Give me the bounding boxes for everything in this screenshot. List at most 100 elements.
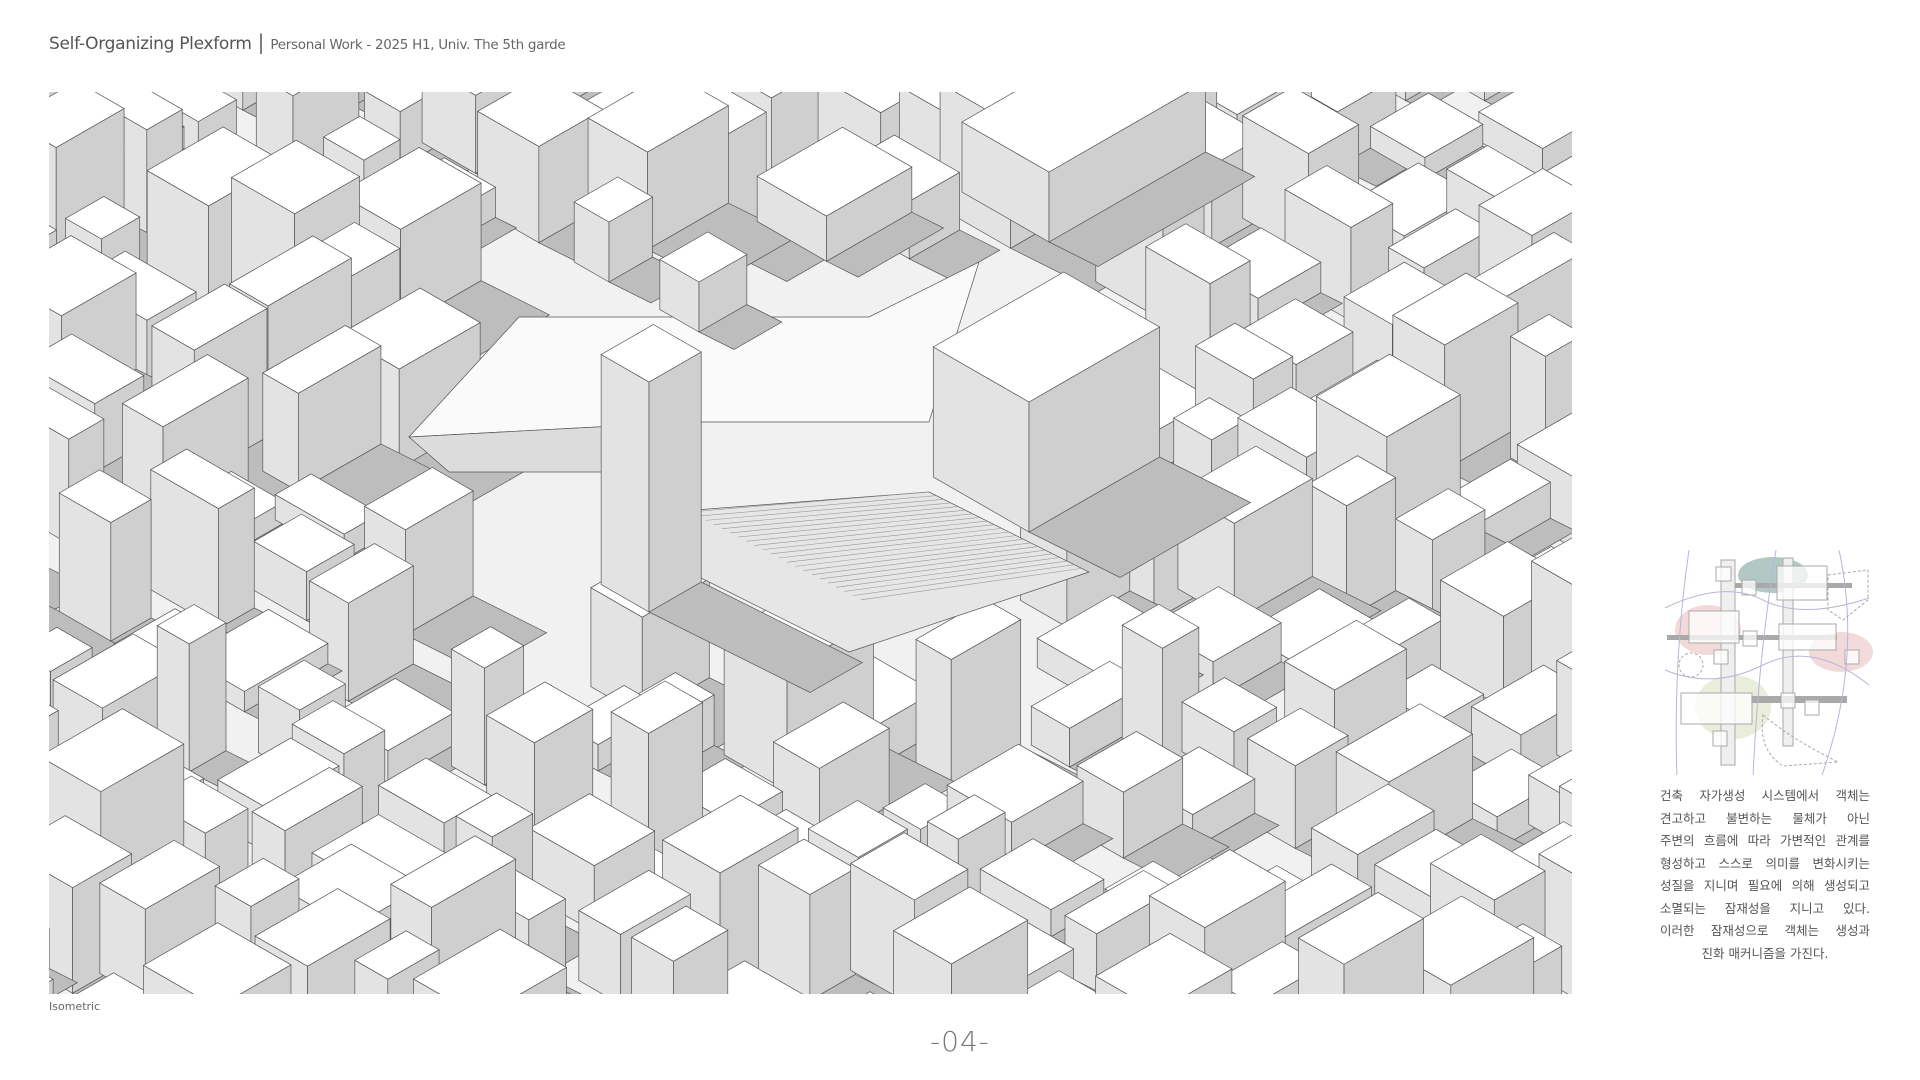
building-roof	[807, 800, 909, 858]
building-roof	[1509, 313, 1572, 357]
building-roof	[1284, 619, 1408, 691]
building-roof	[486, 681, 594, 744]
stair-line	[697, 495, 937, 517]
building-roof	[1017, 970, 1101, 994]
building-roof	[49, 225, 58, 235]
stair-line	[819, 549, 1046, 580]
building-roof	[469, 92, 483, 96]
building-roof	[291, 700, 386, 755]
building-roof	[49, 626, 93, 672]
stair-line	[729, 509, 966, 534]
building-roof	[1556, 651, 1572, 670]
stair-line	[721, 506, 959, 530]
building-roof	[1335, 703, 1474, 783]
building-roof	[849, 832, 969, 901]
building-roof	[151, 283, 268, 351]
building-roof	[214, 857, 300, 907]
building-roof	[363, 467, 474, 531]
stair-line	[844, 560, 1068, 592]
building-roof	[230, 139, 361, 215]
building-roof	[865, 991, 875, 994]
building-roof	[979, 838, 1105, 911]
stair-line	[787, 535, 1017, 563]
building-roof	[1076, 731, 1184, 793]
description-line: 성질을 지니며 필요에 의해 생성되고	[1660, 878, 1870, 893]
project-subtitle: Personal Work - 2025 H1, Univ. The 5th g…	[270, 37, 566, 53]
building-roof	[1478, 168, 1572, 236]
building-roof	[961, 92, 1189, 173]
project-title: Self-Organizing Plexform	[49, 34, 252, 54]
diagram-flow-arrows	[1664, 549, 1870, 775]
building-roof	[49, 708, 185, 793]
building-roof	[1247, 707, 1349, 767]
building-roof	[926, 794, 1006, 840]
building-roof	[1392, 272, 1519, 346]
stair-line	[705, 498, 944, 521]
building-face	[1484, 92, 1501, 102]
building-roof	[390, 835, 517, 908]
diagram-dashed-zones	[1678, 569, 1869, 767]
building-roof	[573, 176, 654, 223]
building-roof	[49, 387, 105, 440]
building-roof	[99, 839, 221, 910]
building-roof	[892, 886, 1029, 965]
stair-line	[811, 546, 1039, 576]
stair-line	[754, 520, 988, 546]
building-roof	[75, 972, 152, 994]
building-roof	[121, 354, 249, 428]
building-roof	[1516, 412, 1572, 477]
stair-line	[828, 553, 1053, 584]
stair-line	[778, 531, 1010, 559]
building-roof	[661, 794, 799, 874]
building-roof	[1094, 932, 1233, 994]
building-roof	[262, 325, 382, 394]
diagram-bar	[1751, 696, 1847, 703]
building-roof	[49, 235, 137, 317]
building-roof	[156, 604, 227, 645]
description-line: 이러한 잠재성으로 객체는 생성과	[1660, 923, 1870, 938]
building-roof	[251, 767, 363, 832]
building-roof	[1145, 223, 1251, 285]
building-roof	[49, 815, 133, 889]
stair-line	[795, 538, 1024, 567]
building-face	[1048, 92, 1206, 243]
building-roof	[52, 633, 184, 709]
building-roof	[1315, 353, 1461, 438]
diagram-column	[1782, 557, 1794, 747]
building-roof	[228, 235, 353, 307]
stair-line	[836, 557, 1060, 588]
building-face	[915, 638, 952, 787]
stair-line	[746, 517, 980, 542]
building-roof	[1394, 488, 1486, 541]
description-line: 형성하고 스스로 의미를 변화시키는	[1660, 855, 1870, 871]
building-roof	[600, 324, 702, 383]
stair-line	[803, 542, 1031, 571]
title-separator: |	[257, 30, 265, 54]
stair-line	[713, 502, 951, 525]
building-roof	[412, 928, 568, 994]
building-roof	[476, 92, 604, 147]
stair-line	[688, 491, 930, 513]
building-roof	[58, 469, 152, 524]
stair-line	[762, 524, 995, 550]
building-roof	[142, 922, 292, 994]
building-roof	[257, 659, 346, 711]
building-face	[1389, 92, 1406, 102]
building-roof	[49, 976, 54, 982]
building-face	[1468, 92, 1485, 102]
building-roof	[1530, 537, 1572, 585]
building-face	[1542, 131, 1572, 179]
page-header: Self-Organizing Plexform | Personal Work…	[49, 30, 566, 54]
building-roof	[253, 513, 355, 573]
description-line: 소멸되는 잠재성을 지니고 있다.	[1660, 900, 1870, 916]
building-roof	[760, 92, 783, 99]
building-roof	[1030, 660, 1149, 729]
building-roof	[308, 543, 414, 604]
building-roof	[1173, 397, 1248, 441]
description-line: 주변의 흐름에 따라 가변적인 관계를	[1660, 833, 1870, 848]
building-roof	[322, 115, 401, 161]
building-roof	[354, 930, 440, 980]
building-roof	[578, 869, 692, 935]
building-roof	[1538, 834, 1572, 874]
description-line: 건축 자가생성 시스템에서 객체는	[1660, 788, 1870, 803]
